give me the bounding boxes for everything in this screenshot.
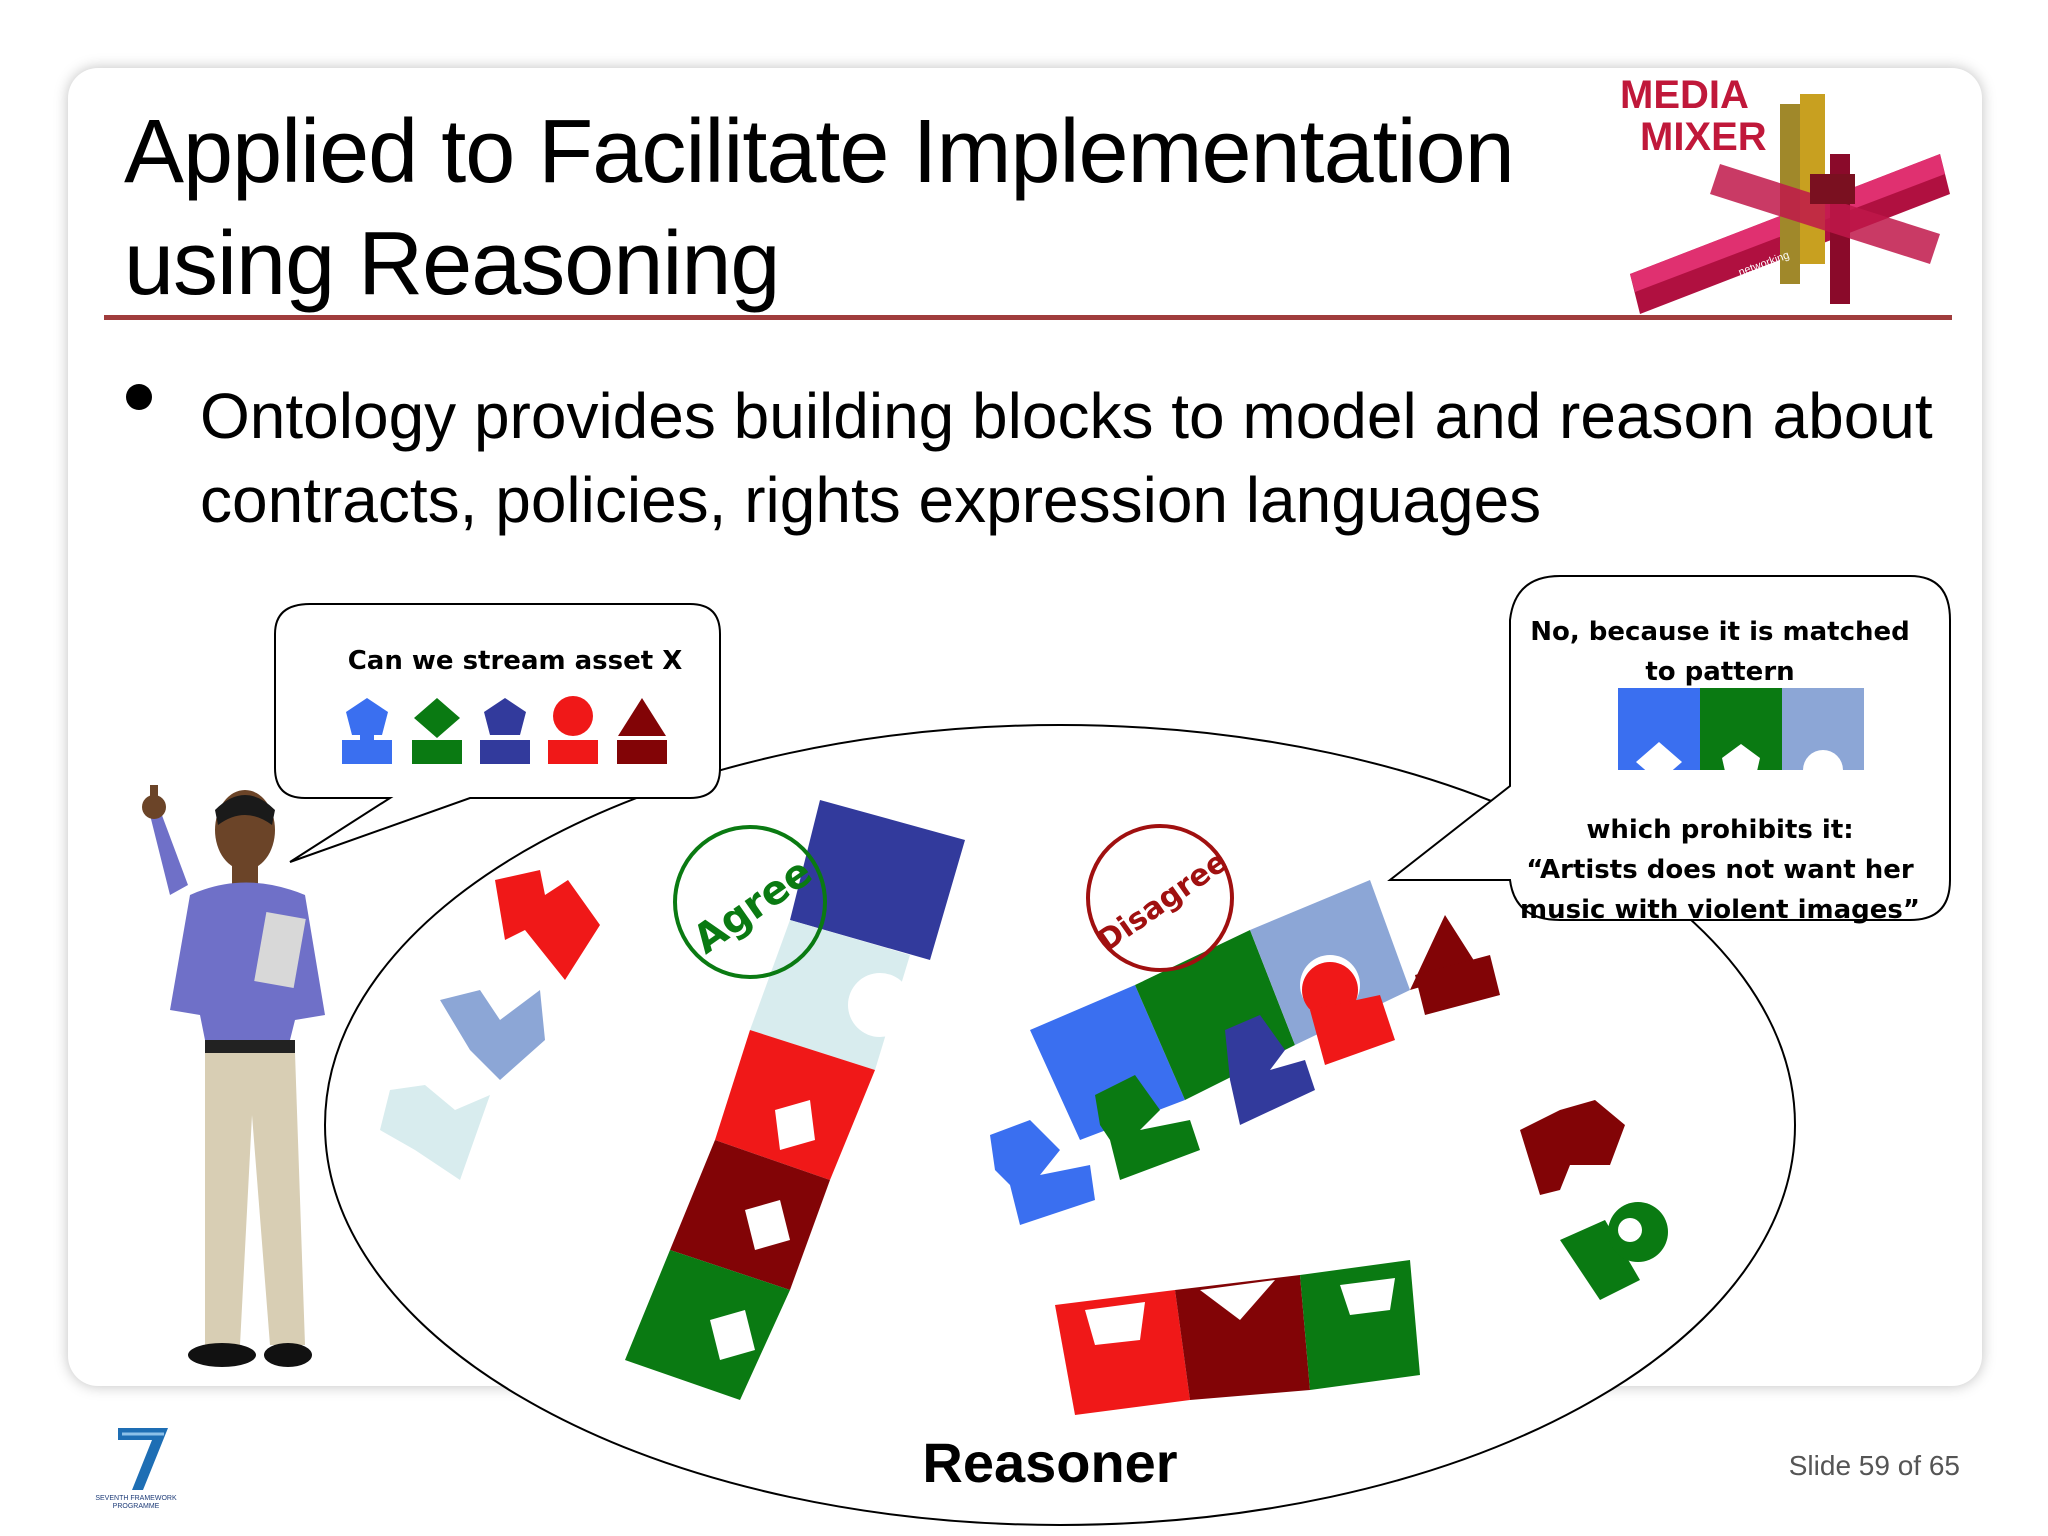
bullet-marker	[126, 384, 152, 410]
title-line-2: using Reasoning	[124, 214, 780, 314]
answer-reason: which prohibits it: “Artists does not wa…	[1480, 810, 1960, 930]
answer-line-4: “Artists does not want her	[1526, 855, 1914, 885]
logo-line-2: MIXER	[1640, 115, 1767, 159]
title-divider	[104, 315, 1952, 320]
bullet-text: Ontology provides building blocks to mod…	[200, 380, 1933, 536]
pattern-pieces	[1618, 688, 1864, 790]
fp7-line-2: PROGRAMME	[113, 1503, 160, 1510]
reasoner-label: Reasoner	[922, 1431, 1178, 1494]
logo-line-1: MEDIA	[1620, 73, 1749, 117]
disagree-stamp	[1086, 824, 1234, 972]
query-pieces	[342, 696, 667, 764]
answer-line-1: No, because it is matched	[1530, 617, 1910, 647]
fp7-logo: SEVENTH FRAMEWORK PROGRAMME	[95, 1428, 177, 1510]
agree-stack	[625, 800, 965, 1400]
loose-pieces-right	[1520, 1100, 1668, 1300]
answer-line-5: music with violent images”	[1520, 895, 1920, 925]
media-mixer-logo: MEDIA MIXER networking remixing	[1620, 73, 1950, 314]
fp7-line-1: SEVENTH FRAMEWORK	[95, 1495, 177, 1502]
answer-line-2: to pattern	[1645, 657, 1795, 687]
title-line-1: Applied to Facilitate Implementation	[124, 102, 1515, 202]
slide-title: Applied to Facilitate Implementation usi…	[124, 96, 1744, 320]
presenter-figure	[142, 785, 325, 1367]
matched-pieces	[990, 915, 1500, 1225]
answer-intro: No, because it is matched to pattern	[1500, 612, 1940, 692]
agree-stamp	[673, 825, 827, 979]
question-text: Can we stream asset X	[347, 646, 683, 676]
loose-pieces-left	[380, 870, 600, 1180]
answer-line-3: which prohibits it:	[1586, 815, 1854, 845]
bottom-row-pieces	[1055, 1260, 1420, 1415]
slide-number: Slide 59 of 65	[1788, 1450, 1960, 1481]
